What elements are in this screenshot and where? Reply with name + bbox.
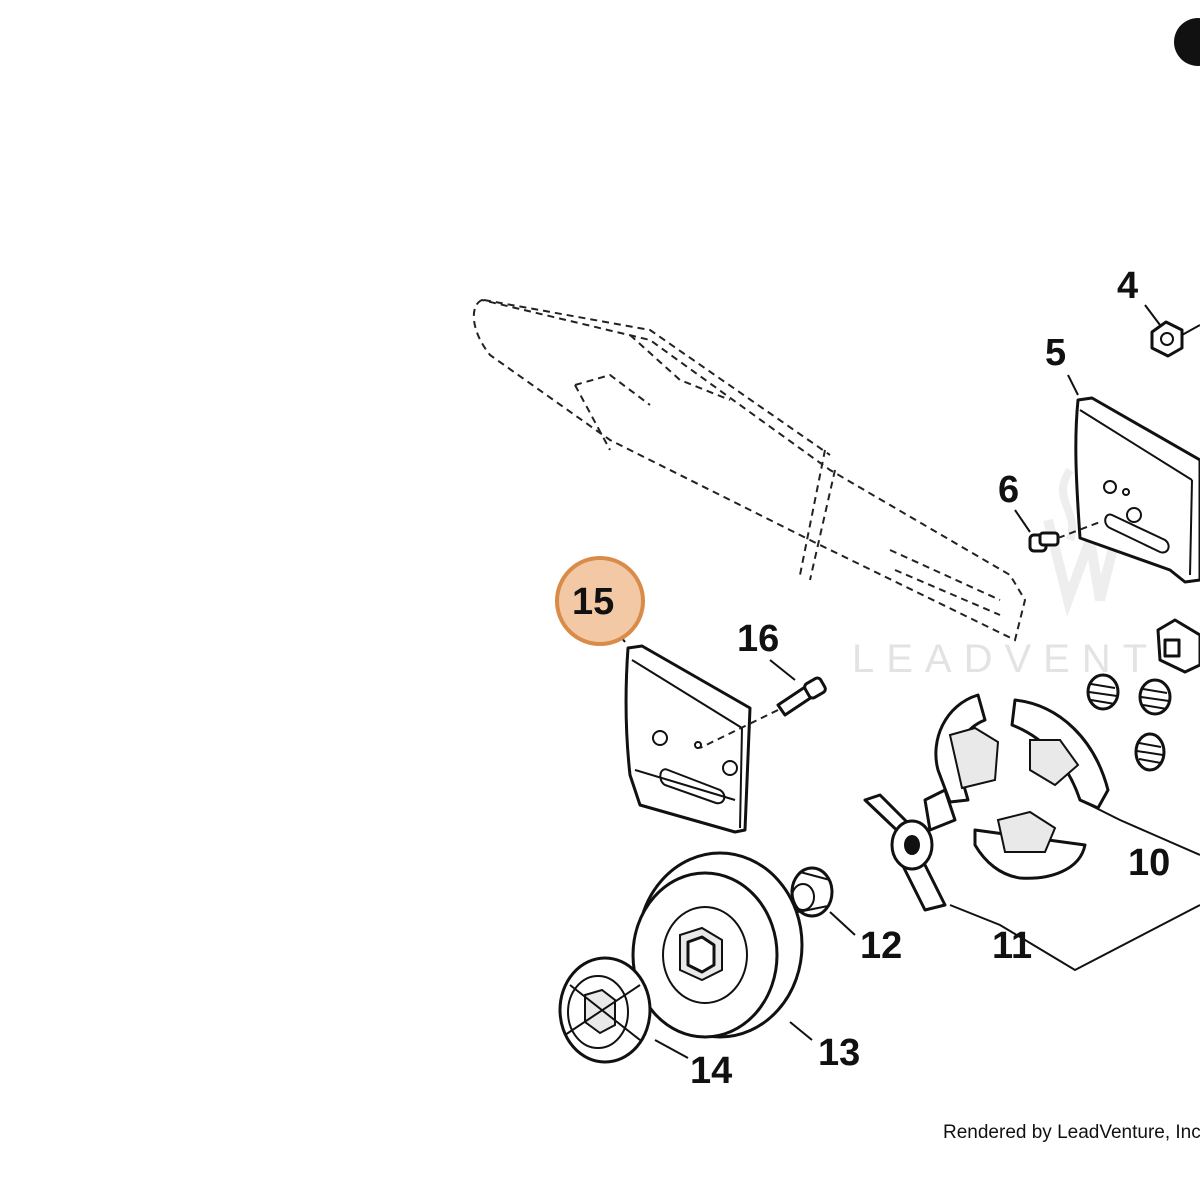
credit-text: Rendered by LeadVenture, Inc. [943, 1122, 1200, 1143]
part-right-blocks[interactable] [1156, 618, 1200, 674]
part-15-plate[interactable] [611, 624, 752, 834]
part-11-clutch-hub[interactable] [863, 788, 1200, 972]
callout-13[interactable]: 13 [818, 1032, 860, 1074]
watermark-text: LEADVENT [852, 637, 1159, 681]
callout-14[interactable]: 14 [690, 1050, 732, 1092]
part-4-nut[interactable] [1144, 304, 1200, 358]
callout-5[interactable]: 5 [1045, 332, 1066, 374]
callout-15[interactable]: 15 [572, 581, 614, 623]
callout-4[interactable]: 4 [1117, 265, 1138, 307]
part-5-plate[interactable] [1067, 374, 1200, 584]
guide-bar-outline [472, 298, 1027, 642]
callout-12[interactable]: 12 [860, 925, 902, 967]
callout-11[interactable]: 11 [992, 925, 1032, 967]
callout-6[interactable]: 6 [998, 469, 1019, 511]
callout-16[interactable]: 16 [737, 618, 779, 660]
part-14-rim-sprocket[interactable] [558, 956, 689, 1064]
part-12-bearing[interactable] [790, 866, 856, 936]
part-10-clutch-shoes[interactable] [934, 693, 1200, 880]
part-13-clutch-drum[interactable] [631, 851, 813, 1041]
part-16-screw[interactable] [699, 659, 827, 749]
highlight-circle-15[interactable] [555, 556, 645, 646]
part-springs[interactable] [1086, 673, 1172, 772]
part-6-screw[interactable] [1014, 509, 1101, 553]
corner-badge [1174, 18, 1200, 66]
callout-10[interactable]: 10 [1128, 842, 1170, 884]
